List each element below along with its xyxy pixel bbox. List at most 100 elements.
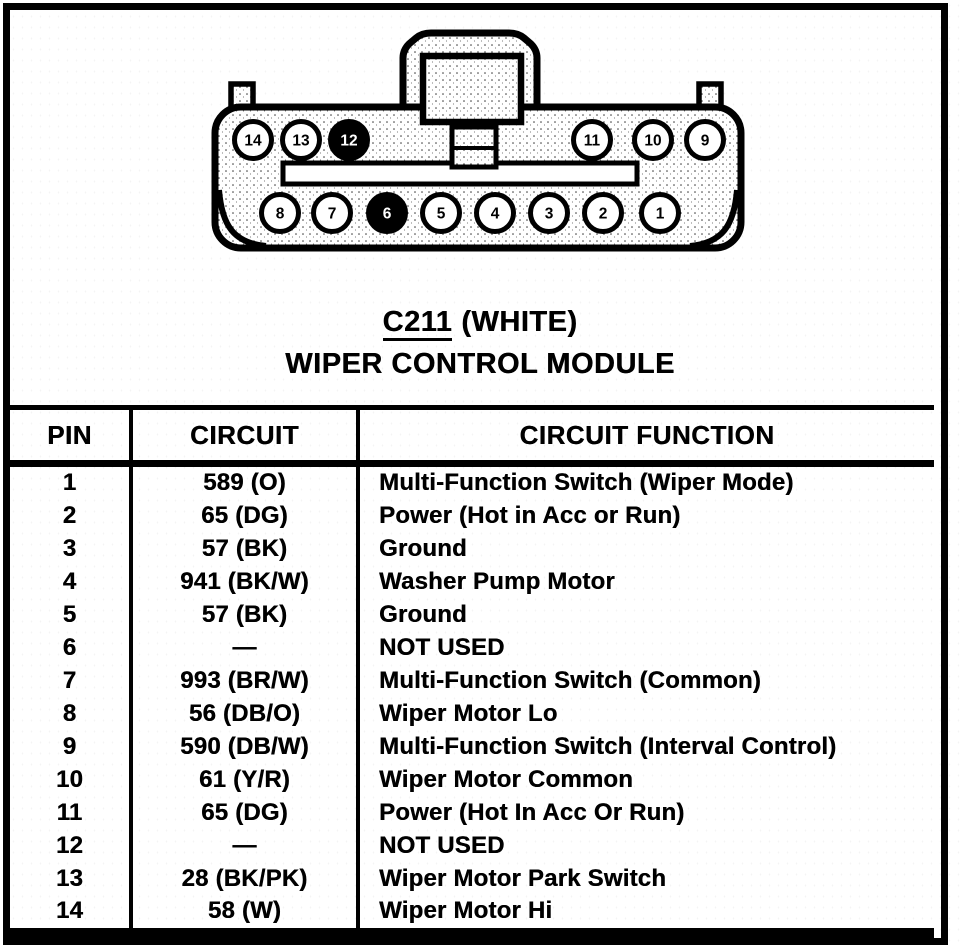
function-cell: Power (Hot In Acc Or Run)	[379, 798, 685, 826]
table-row-pin-12: 12— NOT USED	[10, 829, 934, 863]
pin-1-circle	[639, 192, 681, 234]
pin-cell: 14	[10, 894, 133, 928]
connector-diagram: 14 13 12 11 10 9 8 7 6 5 4 3 2 1	[211, 29, 745, 252]
function-cell: Ground	[379, 601, 467, 629]
pin-12-circle	[328, 119, 370, 161]
pin-8-circle	[259, 192, 301, 234]
circuit-cell: 57 (BK)	[133, 532, 360, 566]
pin-9-circle	[684, 119, 726, 161]
pin-5-circle	[420, 192, 462, 234]
table-row-pin-6: 6— NOT USED	[10, 631, 934, 665]
connector-foot-left	[216, 189, 267, 249]
pin-13-label: 13	[292, 133, 310, 150]
pin-layer: 14 13 12 11 10 9 8 7 6 5 4 3 2 1	[232, 119, 726, 234]
pin-6-label: 6	[383, 206, 392, 223]
pin-9-label: 9	[701, 133, 710, 150]
pin-3-label: 3	[545, 206, 554, 223]
pin-4-circle	[474, 192, 516, 234]
circuit-cell: 590 (DB/W)	[133, 730, 360, 764]
connector-color: (WHITE)	[461, 306, 578, 338]
pin-cell: 7	[10, 664, 133, 698]
circuit-cell: 28 (BK/PK)	[133, 862, 360, 895]
pin-cell: 6	[10, 631, 133, 665]
function-cell: Wiper Motor Common	[379, 765, 634, 793]
pin-13-circle	[280, 119, 322, 161]
function-cell: Washer Pump Motor	[379, 568, 615, 596]
pin-10-label: 10	[644, 133, 661, 150]
pin-cell: 2	[10, 499, 133, 533]
circuit-cell: —	[133, 829, 360, 863]
pin-7-label: 7	[328, 206, 337, 223]
function-cell: Ground	[379, 535, 467, 563]
connector-id: C211	[382, 306, 453, 341]
circuit-cell: 993 (BR/W)	[133, 664, 360, 698]
pin-cell: 10	[10, 763, 133, 797]
pin-2-label: 2	[599, 206, 608, 223]
connector-title-block: C211(WHITE) WIPER CONTROL MODULE	[0, 306, 960, 381]
connector-latch-window	[419, 52, 525, 126]
connector-subtitle: WIPER CONTROL MODULE	[285, 348, 675, 380]
connector-foot-right	[689, 189, 740, 249]
function-cell: Wiper Motor Hi	[379, 897, 553, 925]
pin-cell: 8	[10, 697, 133, 731]
pin-cell: 1	[10, 467, 133, 500]
pin-cell: 3	[10, 532, 133, 566]
connector-id-title: C211(WHITE)	[0, 306, 960, 341]
function-cell: Multi-Function Switch (Common)	[379, 666, 761, 694]
function-cell: Wiper Motor Lo	[379, 699, 558, 727]
function-cell: Power (Hot in Acc or Run)	[379, 502, 681, 530]
pin-4-label: 4	[491, 206, 500, 223]
pin-14-circle	[232, 119, 274, 161]
function-cell: Multi-Function Switch (Interval Control)	[379, 732, 837, 760]
pin-2-circle	[582, 192, 624, 234]
pin-5-label: 5	[437, 206, 446, 223]
circuit-cell: —	[133, 631, 360, 665]
pin-3-circle	[528, 192, 570, 234]
header-pin: PIN	[10, 410, 133, 460]
circuit-cell: 57 (BK)	[133, 598, 360, 632]
pin-10-circle	[632, 119, 674, 161]
function-cell: NOT USED	[379, 831, 505, 859]
pin-11-label: 11	[584, 133, 601, 150]
pin-1-label: 1	[656, 206, 665, 223]
pin-cell: 5	[10, 598, 133, 632]
circuit-cell: 58 (W)	[133, 894, 360, 928]
pin-6-circle	[366, 192, 408, 234]
pin-cell: 12	[10, 829, 133, 863]
header-circuit: CIRCUIT	[133, 410, 360, 460]
circuit-cell: 61 (Y/R)	[133, 763, 360, 797]
pin-8-label: 8	[276, 206, 285, 223]
pin-14-label: 14	[244, 133, 262, 150]
circuit-cell: 65 (DG)	[133, 796, 360, 830]
circuit-cell: 65 (DG)	[133, 499, 360, 533]
circuit-cell: 589 (O)	[133, 467, 360, 500]
header-function: CIRCUIT FUNCTION	[519, 419, 775, 450]
pin-cell: 4	[10, 565, 133, 599]
function-cell: NOT USED	[379, 634, 505, 662]
pin-cell: 11	[10, 796, 133, 830]
function-cell: Wiper Motor Park Switch	[379, 864, 667, 892]
pin-cell: 9	[10, 730, 133, 764]
pin-7-circle	[311, 192, 353, 234]
pinout-table-header: PIN CIRCUIT CIRCUIT FUNCTION	[10, 410, 934, 467]
pin-11-circle	[571, 119, 613, 161]
pin-cell: 13	[10, 862, 133, 895]
circuit-cell: 941 (BK/W)	[133, 565, 360, 599]
circuit-cell: 56 (DB/O)	[133, 697, 360, 731]
pin-12-label: 12	[340, 133, 357, 150]
function-cell: Multi-Function Switch (Wiper Mode)	[379, 469, 794, 497]
